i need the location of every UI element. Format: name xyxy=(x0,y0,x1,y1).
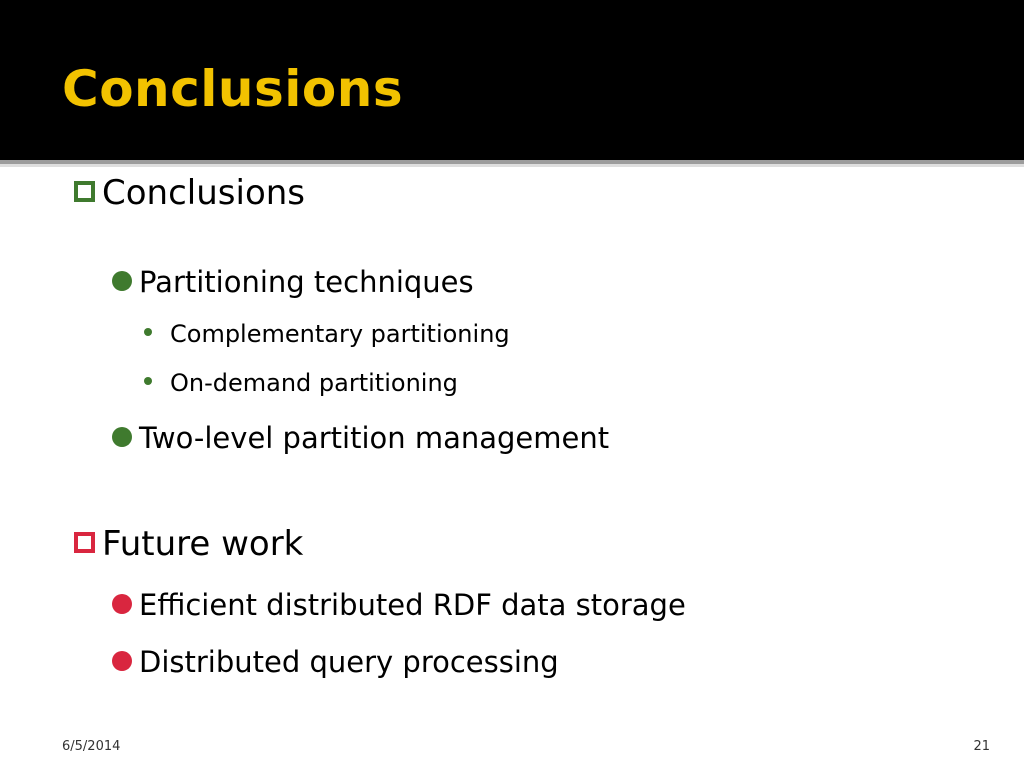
slide-number: 21 xyxy=(973,739,990,754)
filled-circle-bullet-icon xyxy=(112,271,132,291)
sub-list-item-label: On-demand partitioning xyxy=(170,369,458,397)
hollow-square-bullet-icon xyxy=(74,181,95,202)
title-divider-highlight xyxy=(0,164,1024,167)
filled-circle-bullet-icon xyxy=(112,427,132,447)
title-divider xyxy=(0,160,1024,164)
sub-list-item: On-demand partitioning xyxy=(142,366,458,400)
list-item: Partitioning techniques xyxy=(112,262,474,302)
sub-list-item: Complementary partitioning xyxy=(142,317,510,351)
small-dot-bullet-icon xyxy=(144,328,152,336)
filled-circle-bullet-icon xyxy=(112,594,132,614)
list-item-label: Distributed query processing xyxy=(139,645,559,679)
list-item-label: Efficient distributed RDF data storage xyxy=(139,588,686,622)
list-item: Two-level partition management xyxy=(112,418,609,458)
list-item-label: Two-level partition management xyxy=(139,421,610,455)
filled-circle-bullet-icon xyxy=(112,651,132,671)
list-item-label: Partitioning techniques xyxy=(139,265,474,299)
small-dot-bullet-icon xyxy=(144,377,152,385)
slide-title: Conclusions xyxy=(62,60,404,118)
section-heading-future-work: Future work xyxy=(74,522,303,566)
hollow-square-bullet-icon xyxy=(74,532,95,553)
title-bar: Conclusions xyxy=(0,0,1024,160)
section-heading-conclusions: Conclusions xyxy=(74,171,305,215)
sub-list-item-label: Complementary partitioning xyxy=(170,320,510,348)
section-heading-label: Future work xyxy=(102,524,304,564)
list-item: Efficient distributed RDF data storage xyxy=(112,585,686,625)
list-item: Distributed query processing xyxy=(112,642,559,682)
footer-date: 6/5/2014 xyxy=(62,739,121,754)
section-heading-label: Conclusions xyxy=(102,173,306,213)
